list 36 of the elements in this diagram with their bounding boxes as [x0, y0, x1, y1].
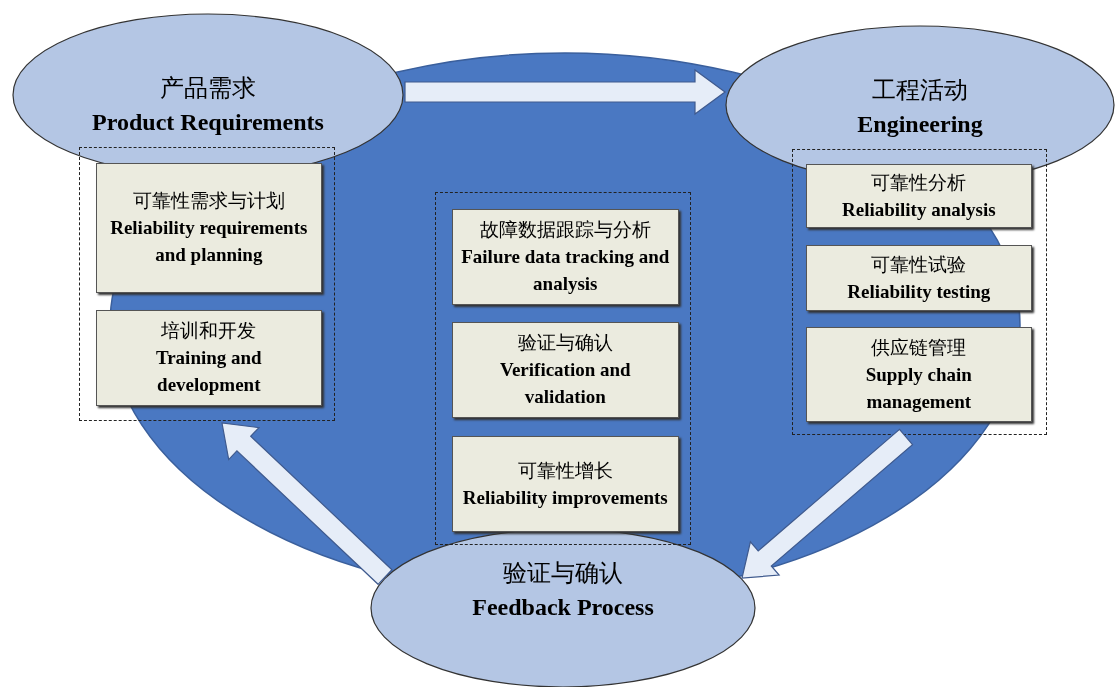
activity-box [451, 321, 679, 418]
english-title: Reliability analysis [842, 197, 996, 222]
english-title: Reliability requirements and planning [109, 216, 309, 268]
english-title: Engineering [857, 110, 983, 139]
activity-box [805, 244, 1032, 311]
chinese-title: 可靠性需求与计划 [132, 188, 285, 214]
chinese-title: 验证与确认 [503, 558, 623, 589]
english-title: Reliability improvements [462, 485, 668, 510]
chinese-title: 工程活动 [872, 75, 968, 106]
block-arrow [404, 68, 726, 116]
dashed-group-frame [434, 191, 691, 545]
english-title: Supply chain management [864, 362, 973, 414]
english-title: Verification and validation [498, 358, 632, 410]
activity-box [95, 162, 322, 293]
activity-box [805, 163, 1032, 228]
dashed-group-frame [791, 148, 1047, 435]
chinese-title: 可靠性增长 [517, 457, 613, 483]
chinese-title: 产品需求 [160, 73, 256, 104]
chinese-title: 可靠性分析 [871, 169, 967, 195]
english-title: Training and development [154, 346, 263, 398]
english-title: Product Requirements [92, 108, 324, 137]
chinese-title: 故障数据跟踪与分析 [479, 217, 651, 243]
english-title: Reliability testing [847, 279, 991, 304]
block-arrow [221, 422, 393, 586]
chinese-title: 可靠性试验 [871, 251, 967, 277]
dashed-group-frame [78, 146, 335, 421]
activity-box [451, 208, 679, 305]
activity-box [95, 309, 322, 406]
chinese-title: 供应链管理 [871, 334, 967, 360]
activity-box [451, 435, 679, 532]
chinese-title: 验证与确认 [517, 330, 613, 356]
chinese-title: 培训和开发 [161, 318, 257, 344]
activity-box [805, 326, 1032, 422]
english-title: Feedback Process [472, 593, 654, 622]
block-arrow [741, 428, 914, 579]
english-title: Failure data tracking and analysis [460, 245, 671, 297]
